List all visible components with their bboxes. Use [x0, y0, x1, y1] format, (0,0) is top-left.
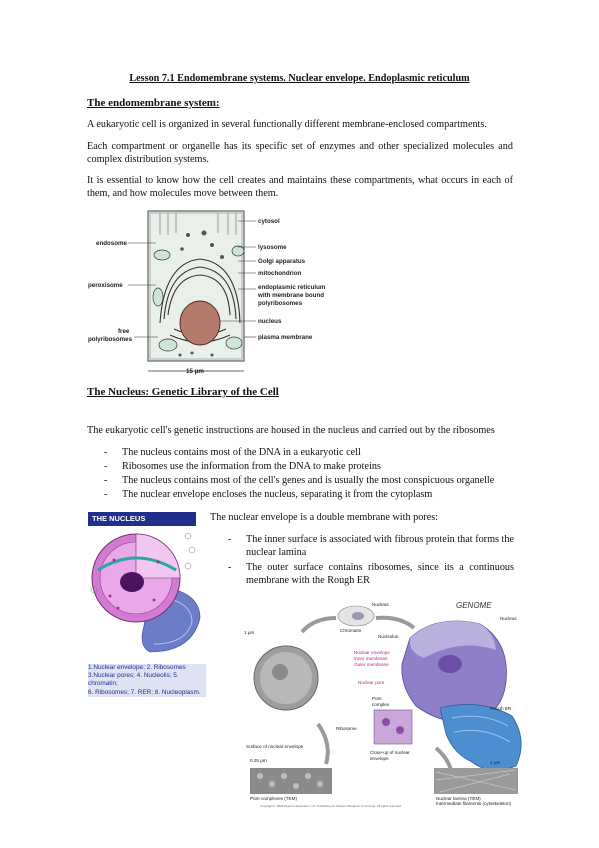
label-endosome: endosome	[96, 240, 128, 247]
label-nucleolus: Nucleolus	[378, 634, 399, 639]
right-label-lines	[220, 220, 256, 338]
nucleus-intro: The eukaryotic cell's genetic instructio…	[87, 425, 495, 436]
copyright: Copyright © 2005 Pearson Education, Inc.…	[260, 804, 402, 808]
label-scale-1um-a: 1 μm	[244, 630, 254, 635]
label-intermediate-filaments: Intermediate filaments (cytoskeleton)	[436, 801, 512, 806]
paragraph-2: Each compartment or organelle has its sp…	[87, 141, 513, 166]
envelope-intro: The nuclear envelope is a double membran…	[210, 512, 439, 523]
label-er-2: with membrane bound	[257, 292, 324, 299]
page-title: Lesson 7.1 Endomembrane systems. Nuclear…	[129, 73, 470, 84]
label-nuclear-pore: Nuclear pore	[358, 680, 385, 685]
label-nucleus-top: Nucleus	[372, 602, 389, 607]
label-free-polyribosomes: polyribosomes	[88, 336, 133, 343]
label-plasma-membrane: plasma membrane	[258, 334, 313, 341]
cell-diagram: endosome peroxisome free polyribosomes c…	[88, 210, 326, 375]
label-scale-025um: 0.25 μm	[250, 758, 267, 763]
caption-line-1: 1.Nuclear envelope; 2. Ribosomes	[88, 664, 186, 671]
label-surface-caption: Surface of nuclear envelope	[246, 744, 304, 749]
paragraph-3: It is essential to know how the cell cre…	[87, 175, 513, 200]
label-inner-membrane: Inner membrane	[354, 656, 388, 661]
label-free: free	[118, 328, 130, 335]
section-heading-nucleus: The Nucleus: Genetic Library of the Cell	[87, 386, 279, 398]
label-outer-membrane: Outer membrane	[354, 662, 389, 667]
label-lysosome: lysosome	[258, 244, 287, 251]
label-nucleus: nucleus	[258, 318, 282, 325]
label-pore-complex-2: complex	[372, 702, 390, 707]
label-ribosome: Ribosome	[336, 726, 357, 731]
nucleus-figure: THE NUCLEUS 1.Nuclear envelope; 2. Ribos…	[88, 512, 208, 697]
label-closeup-caption-2: envelope	[370, 756, 389, 761]
label-rough-er: Rough ER	[490, 706, 512, 711]
label-chromatin: Chromatin	[340, 628, 362, 633]
caption-line-2: 3.Nuclear pores; 4. Nucleolis; 5. chroma…	[88, 672, 179, 688]
paragraph-1: A eukaryotic cell is organized in severa…	[87, 119, 487, 130]
genome-figure: GENOME Nucleus 1 μm Surface of nuclear e…	[244, 601, 522, 808]
scale-bar-label: 15 μm	[186, 368, 204, 375]
label-nucleus-right: Nucleus	[500, 616, 517, 621]
label-golgi: Golgi apparatus	[258, 258, 306, 265]
label-nuclear-envelope: Nuclear envelope	[354, 650, 390, 655]
label-er: endoplasmic reticulum	[258, 284, 326, 291]
nucleus-shape	[179, 300, 221, 346]
label-pore-complexes: Pore complexes (TEM)	[250, 796, 297, 801]
label-lamina: Nuclear lamina (TEM)	[436, 796, 481, 801]
label-cytosol: cytosol	[258, 218, 280, 225]
genome-title: GENOME	[456, 601, 492, 610]
section-heading-endomembrane: The endomembrane system:	[87, 97, 220, 109]
nucleus-banner: THE NUCLEUS	[88, 512, 196, 526]
label-pore-complex: Pore	[372, 696, 382, 701]
nucleus-caption: 1.Nuclear envelope; 2. Ribosomes 3.Nucle…	[88, 664, 206, 697]
label-scale-1um-b: 1 μm	[490, 760, 500, 765]
label-closeup-caption: Close-up of nuclear	[370, 750, 410, 755]
label-peroxisome: peroxisome	[88, 282, 123, 289]
caption-line-3: 6. Ribosomes; 7. RER; 8. Nucleoplasm.	[88, 688, 201, 696]
label-er-3: polyribosomes	[258, 300, 303, 307]
label-mitochondrion: mitochondrion	[258, 270, 302, 277]
